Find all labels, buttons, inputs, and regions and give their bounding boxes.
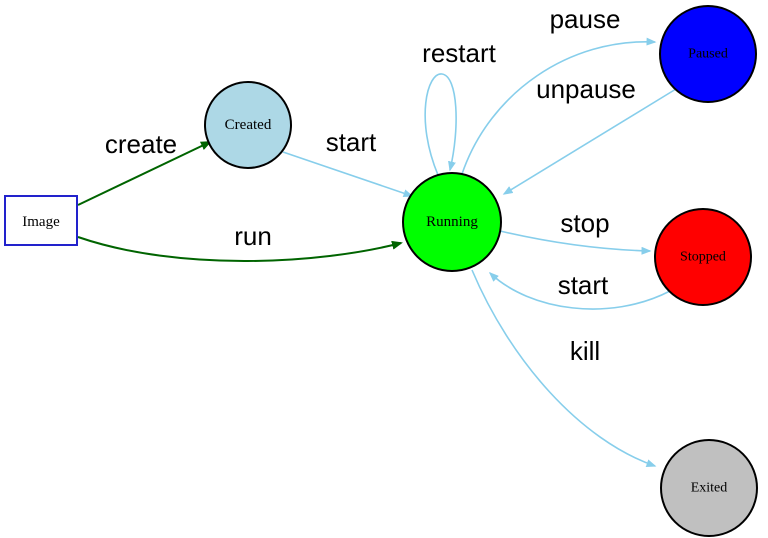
node-stopped[interactable]: Stopped bbox=[654, 208, 752, 306]
node-running[interactable]: Running bbox=[402, 172, 502, 272]
edge-pause-path bbox=[461, 37, 657, 175]
edge-kill-path bbox=[471, 269, 657, 467]
edge-run-path bbox=[77, 236, 403, 262]
edges-layer bbox=[77, 37, 677, 467]
edge-label-start-created: start bbox=[326, 127, 377, 157]
edge-label-kill: kill bbox=[570, 336, 600, 366]
node-running-label: Running bbox=[426, 214, 478, 230]
edge-restart-path bbox=[424, 73, 457, 176]
node-created-shape[interactable] bbox=[204, 81, 292, 169]
edge-start-created-path bbox=[282, 151, 414, 198]
node-exited-label: Exited bbox=[691, 481, 728, 496]
edge-label-pause: pause bbox=[550, 4, 621, 34]
edge-start-stopped-path bbox=[488, 271, 671, 310]
node-paused-shape[interactable] bbox=[659, 5, 757, 103]
node-running-shape[interactable] bbox=[402, 172, 502, 272]
edge-label-run: run bbox=[234, 221, 272, 251]
node-paused-label: Paused bbox=[688, 47, 728, 62]
edge-label-create: create bbox=[105, 129, 177, 159]
node-exited[interactable]: Exited bbox=[660, 439, 758, 537]
edge-labels-layer: create run start restart pause unpause s… bbox=[105, 4, 636, 366]
nodes-layer: Image Created Running Paused Stopped Exi bbox=[4, 5, 758, 537]
edge-unpause-path bbox=[502, 88, 677, 195]
node-image[interactable]: Image bbox=[4, 195, 78, 246]
node-created[interactable]: Created bbox=[204, 81, 292, 169]
node-exited-shape[interactable] bbox=[660, 439, 758, 537]
node-stopped-shape[interactable] bbox=[654, 208, 752, 306]
node-image-label: Image bbox=[22, 214, 60, 230]
edge-label-stop: stop bbox=[560, 208, 609, 238]
edge-label-restart: restart bbox=[422, 38, 496, 68]
edge-label-unpause: unpause bbox=[536, 74, 636, 104]
edge-create-path bbox=[77, 141, 212, 206]
edge-label-start-stopped: start bbox=[558, 270, 609, 300]
node-paused[interactable]: Paused bbox=[659, 5, 757, 103]
node-stopped-label: Stopped bbox=[680, 250, 726, 265]
edge-stop-path bbox=[499, 230, 652, 255]
node-created-label: Created bbox=[225, 117, 272, 133]
node-image-shape[interactable] bbox=[4, 195, 78, 246]
